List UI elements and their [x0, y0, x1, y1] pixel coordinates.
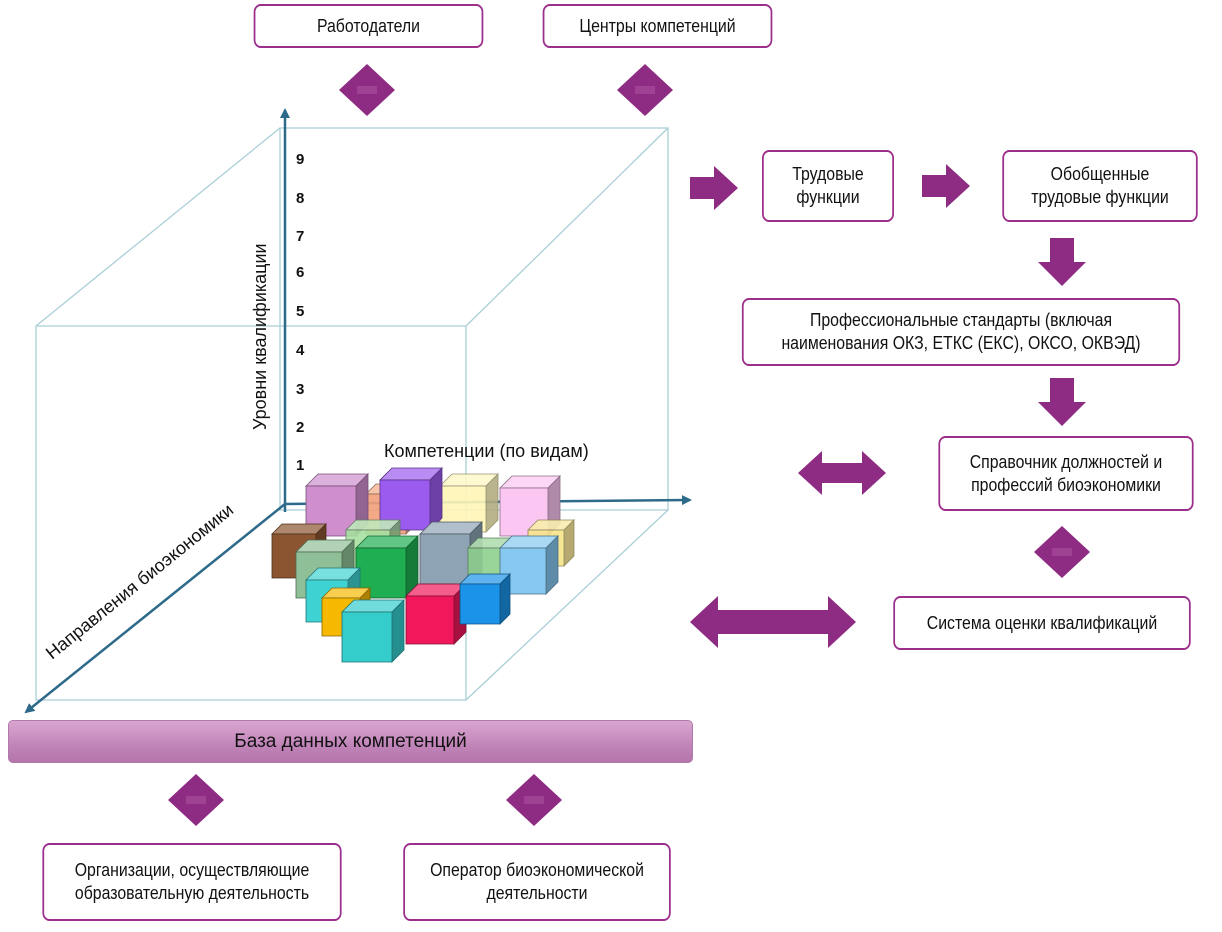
cube-face [405, 595, 455, 645]
labor-to-generalized-arrow [922, 164, 970, 208]
standards-to-reference-arrow [1038, 378, 1086, 426]
cube-reference-link-arrow [798, 451, 886, 495]
horizontal-axis-label: Компетенции (по видам) [384, 441, 589, 461]
employers-label: Работодатели [316, 15, 421, 36]
competence-cube [341, 599, 405, 663]
wireframe-cube [35, 127, 669, 701]
level-tick: 1 [296, 457, 304, 474]
level-tick: 7 [296, 228, 304, 245]
competence-cube [439, 473, 499, 533]
level-tick: 3 [296, 381, 304, 398]
competence-database-bar: База данных компетенций [8, 720, 693, 763]
cube-edge [35, 127, 281, 327]
qualification-system-label: Система оценки квалификаций [926, 612, 1158, 633]
competence-centers-label: Центры компетенций [579, 15, 736, 36]
cube-edge [465, 509, 669, 701]
cube-face [341, 611, 393, 663]
reference-book-label: Справочник должностей и профессий биоэко… [969, 451, 1163, 495]
competence-database-label: База данных компетенций [234, 730, 467, 752]
competence-cube [499, 535, 559, 595]
depth-axis-label: Направления биоэкономики [42, 500, 237, 664]
employers-box: Работодатели [253, 4, 484, 48]
competence-centers-box: Центры компетенций [542, 4, 773, 48]
employers-link-arrow [339, 64, 395, 116]
level-tick: 4 [296, 342, 305, 359]
operator-box: Оператор биоэкономической деятельности [403, 843, 671, 921]
labor-functions-box: Трудовые функции [762, 150, 894, 222]
depth-axis [24, 503, 286, 714]
cube-face [459, 583, 501, 625]
competence-cubes [271, 467, 575, 663]
qualification-system-box: Система оценки квалификаций [893, 596, 1191, 650]
competence-cube [459, 573, 511, 625]
professional-standards-box: Профессиональные стандарты (включая наим… [741, 298, 1181, 366]
level-tick: 9 [296, 151, 304, 168]
level-ticks: 1 2 3 4 5 6 7 8 9 [296, 151, 305, 474]
labor-functions-label: Трудовые функции [792, 164, 864, 207]
level-tick: 5 [296, 303, 304, 320]
competence-cube [379, 467, 443, 531]
educational-orgs-label: Организации, осуществляющие образователь… [74, 860, 310, 903]
generalized-labor-functions-box: Обобщенные трудовые функции [1002, 150, 1198, 222]
cube-to-labor-functions-arrow [690, 166, 738, 210]
educational-orgs-box: Организации, осуществляющие образователь… [42, 843, 342, 921]
database-operator-link-arrow [506, 774, 562, 826]
cube-system-link-arrow [690, 596, 856, 648]
generalized-labor-functions-label: Обобщенные трудовые функции [1031, 164, 1169, 207]
level-tick: 8 [296, 190, 304, 207]
operator-label: Оператор биоэкономической деятельности [430, 860, 644, 903]
cube-edge [465, 127, 669, 327]
vertical-axis-label: Уровни квалификации [250, 243, 270, 430]
level-tick: 6 [296, 264, 304, 281]
competence-centers-link-arrow [617, 64, 673, 116]
level-tick: 2 [296, 419, 304, 436]
generalized-to-standards-arrow [1038, 238, 1086, 286]
professional-standards-label: Профессиональные стандарты (включая наим… [781, 310, 1141, 353]
competence-cube [355, 535, 419, 599]
cube-face [419, 533, 471, 585]
competence-cube [405, 583, 467, 645]
reference-system-link-arrow [1034, 526, 1090, 578]
database-orgs-link-arrow [168, 774, 224, 826]
reference-book-box: Справочник должностей и профессий биоэко… [938, 436, 1194, 511]
